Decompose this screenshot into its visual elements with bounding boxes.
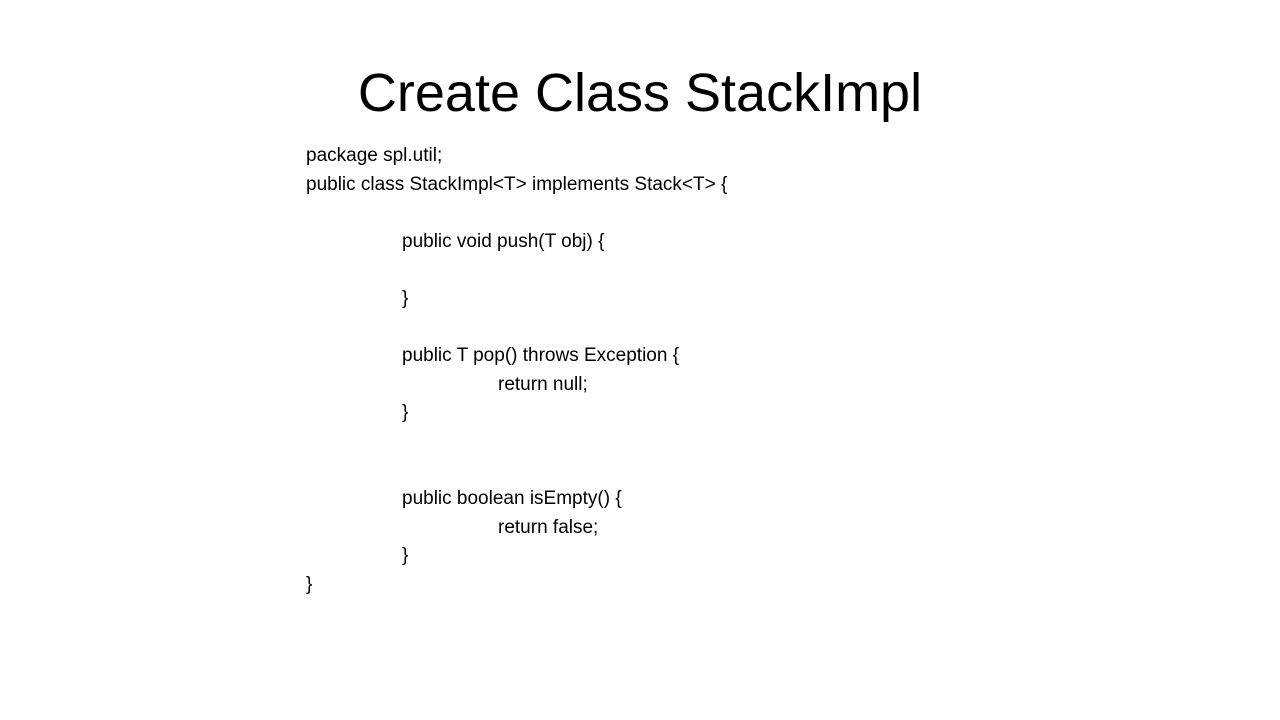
code-line-blank bbox=[306, 457, 727, 486]
code-line-blank bbox=[306, 314, 727, 343]
code-block: package spl.util; public class StackImpl… bbox=[306, 142, 727, 600]
code-line: } bbox=[402, 402, 409, 424]
code-line-blank bbox=[306, 199, 727, 228]
code-line: return false; bbox=[498, 516, 599, 538]
code-line-blank bbox=[306, 256, 727, 285]
code-line: return null; bbox=[498, 373, 588, 395]
code-line: } bbox=[306, 573, 313, 595]
code-line: public class StackImpl<T> implements Sta… bbox=[306, 173, 728, 195]
code-line: } bbox=[402, 287, 409, 309]
code-line-blank bbox=[306, 428, 727, 457]
code-line: } bbox=[402, 545, 409, 567]
code-line: public void push(T obj) { bbox=[402, 230, 605, 252]
code-line: public boolean isEmpty() { bbox=[402, 488, 622, 510]
code-line: public T pop() throws Exception { bbox=[402, 345, 680, 367]
code-line: package spl.util; bbox=[306, 145, 443, 166]
slide-title: Create Class StackImpl bbox=[357, 63, 923, 123]
